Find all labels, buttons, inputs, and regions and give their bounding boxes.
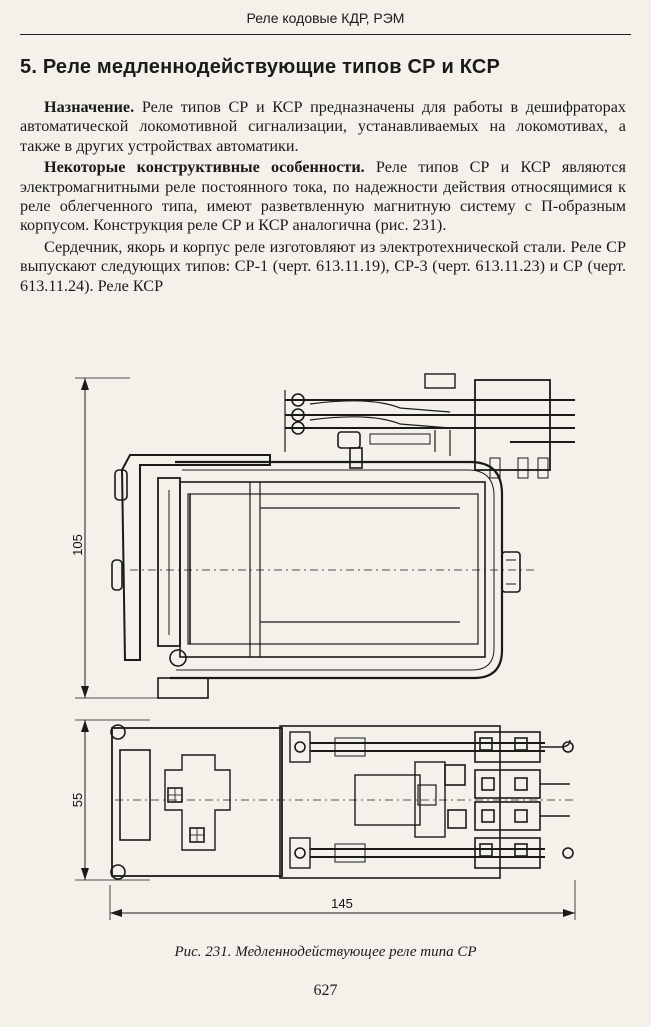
paragraph-purpose: Назначение. Реле типов СР и КСР предназн… bbox=[20, 98, 626, 156]
dimension-height-top: 105 bbox=[70, 377, 170, 699]
relay-top-view bbox=[111, 373, 575, 699]
dim-label-105: 105 bbox=[70, 534, 85, 556]
paragraph-materials: Сердечник, якорь и корпус реле изготовля… bbox=[20, 238, 626, 296]
paragraph-lead: Назначение. bbox=[44, 98, 135, 116]
page-number: 627 bbox=[313, 982, 338, 999]
paragraph-text: Реле типов СР и КСР являются электромагн… bbox=[20, 158, 626, 235]
paragraph-lead: Некоторые конструктивные особенности. bbox=[44, 158, 365, 177]
relay-plan-view: 55 bbox=[70, 719, 576, 920]
paragraph-text: Сердечник, якорь и корпус реле изготовля… bbox=[20, 237, 626, 295]
figure-caption: Рис. 231. Медленнодействующее реле типа … bbox=[174, 944, 477, 960]
body-text: Назначение. Реле типов СР и КСР предназн… bbox=[20, 98, 626, 298]
paragraph-design: Некоторые конструктивные особенности. Ре… bbox=[20, 158, 626, 236]
dim-label-55: 55 bbox=[70, 793, 85, 807]
paragraph-text: Реле типов СР и КСР предназначены для ра… bbox=[20, 98, 626, 155]
running-head-text: Реле кодовые КДР, РЭМ bbox=[246, 10, 405, 26]
relay-drawing: 105 bbox=[70, 360, 610, 930]
dim-label-145: 145 bbox=[331, 896, 353, 911]
running-head: Реле кодовые КДР, РЭМ bbox=[20, 8, 631, 35]
section-title: 5. Реле медленнодействующие типов СР и К… bbox=[20, 56, 501, 78]
